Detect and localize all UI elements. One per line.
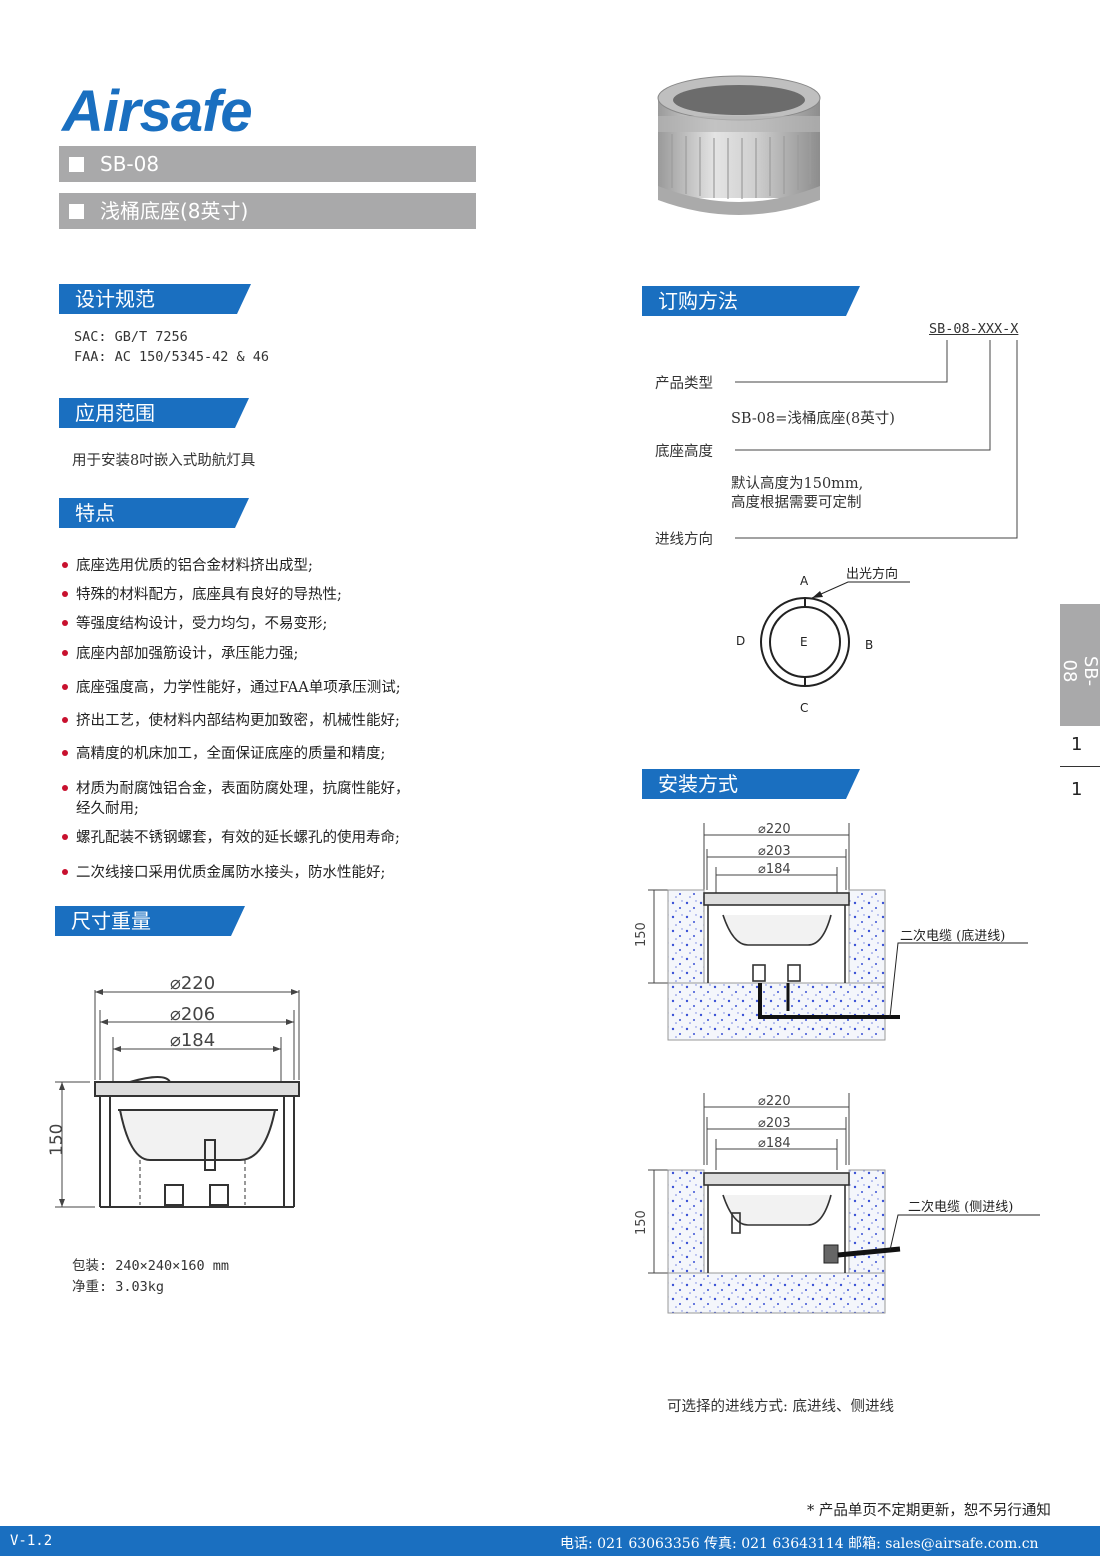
square-bullet-icon [69, 157, 84, 172]
side-tab-model: SB-08 [1059, 655, 1100, 687]
design-spec-title: 设计规范 [75, 287, 155, 311]
dir-e: E [800, 635, 808, 649]
feature-item: 高精度的机床加工，全面保证底座的质量和精度; [62, 742, 385, 763]
update-notice: * 产品单页不定期更新，恕不另行通知 [807, 1503, 1051, 1519]
direction-diagram: 出光方向 A B C D E [736, 566, 910, 715]
light-direction-label: 出光方向 [846, 566, 898, 582]
red-bullet-icon [62, 620, 68, 626]
version: V-1.2 [10, 1533, 53, 1549]
spec-line-faa: FAA: AC 150/5345-42 & 46 [74, 349, 270, 365]
ordering-header: 订购方法 [642, 286, 860, 316]
install-note: 可选择的进线方式: 底进线、侧进线 [667, 1399, 894, 1415]
airsafe-logo: Airsafe [62, 79, 253, 144]
svg-text:⌀206: ⌀206 [170, 1004, 215, 1025]
product-name: 浅桶底座(8英寸) [100, 199, 249, 223]
features-header: 特点 [59, 498, 249, 528]
install-title: 安装方式 [658, 772, 738, 796]
dir-d: D [736, 634, 745, 648]
net-weight: 净重: 3.03kg [72, 1279, 165, 1295]
feature-item: 螺孔配装不锈钢螺套，有效的延长螺孔的使用寿命; [62, 826, 400, 847]
order-code-leader-lines [735, 340, 1018, 539]
model-bar: SB-08 [59, 146, 476, 182]
svg-text:⌀184: ⌀184 [758, 1136, 791, 1151]
order-code: SB-08-XXX-X [929, 321, 1019, 337]
dimensions-header: 尺寸重量 [55, 906, 245, 936]
dimensions-title: 尺寸重量 [71, 909, 151, 933]
svg-text:⌀184: ⌀184 [170, 1030, 215, 1051]
package-size: 包装: 240×240×160 mm [72, 1258, 230, 1274]
dir-c: C [800, 701, 808, 715]
svg-text:150: 150 [634, 1210, 649, 1235]
install-side-entry-drawing: ⌀220 ⌀203 ⌀184 150 二次电缆 (侧进线) [634, 1093, 1040, 1314]
install-header: 安装方式 [642, 769, 860, 799]
contact-info: 电话: 021 63063356 传真: 021 63643114 邮箱: sa… [560, 1536, 1039, 1552]
feature-item: 二次线接口采用优质金属防水接头，防水性能好; [62, 861, 385, 882]
ordering-title: 订购方法 [658, 289, 738, 313]
feature-item: 等强度结构设计，受力均匀，不易变形; [62, 612, 327, 633]
feature-item: 底座选用优质的铝合金材料挤出成型; [62, 554, 313, 575]
product-type-label: 产品类型 [655, 376, 713, 392]
svg-text:⌀220: ⌀220 [170, 973, 215, 994]
feature-item: 底座强度高，力学性能好，通过FAA单项承压测试; [62, 676, 401, 697]
spec-line-sac: SAC: GB/T 7256 [74, 329, 188, 345]
footer-bar: V-1.2 电话: 021 63063356 传真: 021 63643114 … [0, 1526, 1100, 1556]
svg-text:150: 150 [634, 922, 649, 947]
product-name-bar: 浅桶底座(8英寸) [59, 193, 476, 229]
red-bullet-icon [62, 834, 68, 840]
feature-item: 特殊的材料配方，底座具有良好的导热性; [62, 583, 342, 604]
red-bullet-icon [62, 562, 68, 568]
svg-text:⌀184: ⌀184 [758, 862, 791, 877]
page-divider [1060, 766, 1100, 767]
red-bullet-icon [62, 750, 68, 756]
red-bullet-icon [62, 684, 68, 690]
square-bullet-icon [69, 204, 84, 219]
product-type-desc: SB-08=浅桶底座(8英寸) [731, 411, 895, 427]
feature-item: 底座内部加强筋设计，承压能力强; [62, 642, 298, 663]
red-bullet-icon [62, 717, 68, 723]
base-height-desc-1: 默认高度为150mm, [731, 476, 864, 492]
features-title: 特点 [75, 501, 115, 525]
svg-text:⌀220: ⌀220 [758, 1094, 791, 1109]
svg-text:⌀220: ⌀220 [758, 822, 791, 837]
base-height-label: 底座高度 [655, 444, 713, 460]
product-photo [657, 75, 821, 215]
install-bottom-entry-drawing: ⌀220 ⌀203 ⌀184 150 二次电缆 (底进线) [634, 822, 1028, 1041]
dimension-drawing: ⌀220 ⌀206 ⌀184 150 [47, 973, 300, 1208]
cable-bottom-label: 二次电缆 (底进线) [900, 928, 1005, 944]
feature-item-continued: 经久耐用; [76, 801, 139, 817]
svg-text:⌀203: ⌀203 [758, 844, 791, 859]
red-bullet-icon [62, 591, 68, 597]
application-header: 应用范围 [59, 398, 249, 428]
feature-item: 挤出工艺，使材料内部结构更加致密，机械性能好; [62, 709, 400, 730]
application-title: 应用范围 [75, 401, 155, 425]
svg-text:⌀203: ⌀203 [758, 1116, 791, 1131]
side-tab [1060, 604, 1100, 726]
red-bullet-icon [62, 650, 68, 656]
page-number: 1 [1071, 734, 1083, 755]
red-bullet-icon [62, 869, 68, 875]
cable-direction-label: 进线方向 [655, 532, 713, 548]
page-total: 1 [1071, 779, 1083, 800]
base-height-desc-2: 高度根据需要可定制 [731, 495, 862, 511]
red-bullet-icon [62, 785, 68, 791]
model-code: SB-08 [100, 152, 160, 176]
application-text: 用于安装8吋嵌入式助航灯具 [72, 453, 256, 469]
svg-text:150: 150 [47, 1124, 67, 1156]
cable-side-label: 二次电缆 (侧进线) [908, 1199, 1013, 1215]
dir-b: B [865, 638, 873, 652]
feature-item: 材质为耐腐蚀铝合金，表面防腐处理，抗腐性能好， [62, 777, 410, 798]
design-spec-header: 设计规范 [59, 284, 251, 314]
dir-a: A [800, 574, 809, 588]
